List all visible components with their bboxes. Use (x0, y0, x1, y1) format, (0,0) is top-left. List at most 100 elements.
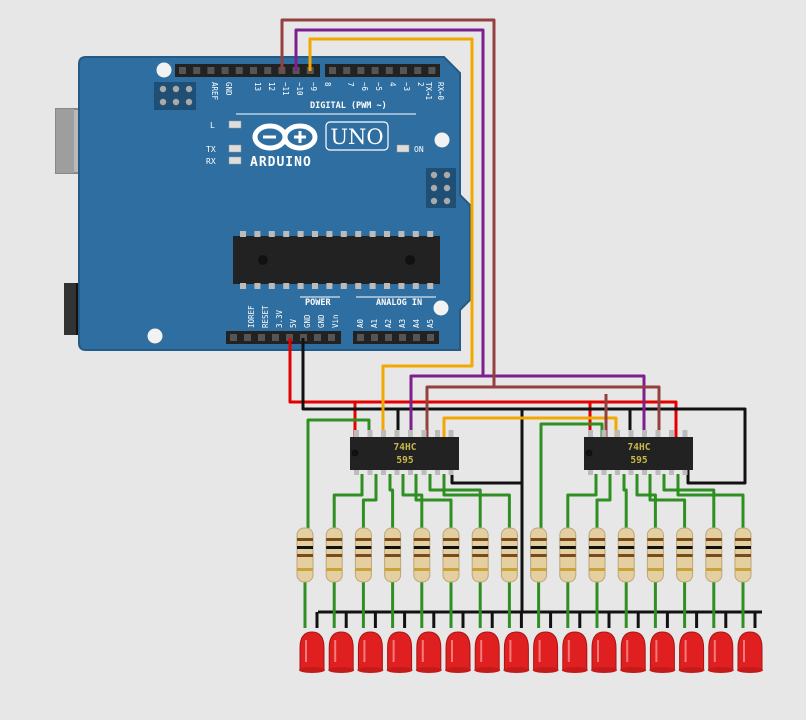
header-pin[interactable] (264, 67, 272, 74)
digital-pin-label: ~3 (402, 82, 411, 91)
red-led[interactable] (737, 631, 763, 673)
digital-pin-label: 13 (253, 82, 262, 91)
red-led[interactable] (299, 631, 325, 673)
header-pin[interactable] (357, 67, 365, 74)
header-pin[interactable] (250, 67, 257, 74)
header-pin[interactable] (193, 67, 201, 74)
resistor[interactable] (471, 527, 489, 583)
header-pin[interactable] (272, 334, 279, 341)
model-label: UNO (330, 125, 383, 149)
resistor-row (296, 527, 752, 583)
analog-pin-label: A3 (398, 319, 407, 328)
wire-green[interactable] (332, 474, 364, 528)
wire-brown[interactable] (280, 18, 661, 437)
wire-gnd-branch[interactable] (450, 470, 522, 485)
wire-5v[interactable] (288, 338, 678, 437)
header-pin[interactable] (371, 67, 379, 74)
wire-green[interactable] (401, 474, 424, 528)
header-pin[interactable] (221, 67, 229, 74)
red-led[interactable] (445, 631, 471, 673)
resistor[interactable] (734, 527, 752, 583)
resistor[interactable] (530, 527, 548, 583)
digital-pin-label: AREF (210, 82, 219, 101)
header-pin[interactable] (179, 67, 186, 74)
header-pin[interactable] (235, 67, 243, 74)
header-pin[interactable] (371, 334, 378, 341)
resistor[interactable] (354, 527, 372, 583)
resistor[interactable] (705, 527, 723, 583)
header-pin[interactable] (399, 334, 406, 341)
header-pin[interactable] (314, 334, 321, 341)
red-led[interactable] (707, 631, 734, 673)
wire-green[interactable] (622, 474, 628, 528)
wire-green[interactable] (306, 418, 371, 528)
red-led[interactable] (357, 631, 384, 673)
header-pin[interactable] (258, 334, 265, 341)
header-pin[interactable] (427, 334, 434, 341)
wire-green[interactable] (648, 474, 687, 528)
resistor[interactable] (325, 527, 343, 583)
header-pin[interactable] (286, 334, 293, 341)
wire-gnd[interactable] (301, 338, 747, 485)
wire-brown-branch[interactable] (425, 385, 494, 437)
wire-green[interactable] (566, 474, 598, 528)
wire-green[interactable] (635, 474, 657, 528)
resistor[interactable] (413, 527, 431, 583)
led-on-label: ON (414, 145, 424, 154)
header-pin[interactable] (329, 67, 336, 74)
red-led[interactable] (415, 631, 442, 673)
header-pin[interactable] (400, 67, 407, 74)
resistor[interactable] (500, 527, 518, 583)
header-pin[interactable] (300, 334, 307, 341)
resistor[interactable] (296, 527, 314, 583)
header-pin[interactable] (357, 334, 364, 341)
wire-orange-2[interactable] (442, 416, 618, 437)
mount-hole (433, 300, 449, 316)
wire-green[interactable] (388, 474, 395, 528)
header-pin[interactable] (244, 334, 251, 341)
wire-green[interactable] (361, 474, 378, 528)
red-led[interactable] (503, 631, 530, 673)
wire-green[interactable] (676, 474, 745, 528)
resistor[interactable] (617, 527, 635, 583)
header-pin[interactable] (414, 67, 422, 74)
power-pin-label: 5V (289, 318, 298, 328)
header-pin[interactable] (328, 334, 335, 341)
header-pin[interactable] (343, 67, 351, 74)
red-led[interactable] (649, 631, 676, 673)
header-pin[interactable] (428, 67, 436, 74)
power-analog-header[interactable] (226, 331, 439, 344)
resistor[interactable] (384, 527, 402, 583)
wire-green[interactable] (662, 474, 716, 528)
wire-orange[interactable] (308, 37, 474, 437)
red-led[interactable] (591, 631, 617, 673)
wire-green[interactable] (595, 474, 612, 528)
header-pin[interactable] (207, 67, 215, 74)
red-led[interactable] (474, 631, 501, 673)
resistor[interactable] (588, 527, 606, 583)
digital-pin-label: 7 (346, 82, 355, 87)
resistor[interactable] (559, 527, 577, 583)
red-led[interactable] (561, 631, 588, 673)
red-led[interactable] (386, 631, 413, 673)
digital-header[interactable] (175, 64, 440, 77)
header-pin[interactable] (385, 334, 392, 341)
header-pin[interactable] (385, 67, 393, 74)
red-led[interactable] (678, 631, 705, 673)
wire-purple-branch[interactable] (409, 374, 483, 437)
resistor[interactable] (442, 527, 460, 583)
resistor[interactable] (646, 527, 664, 583)
red-led[interactable] (328, 631, 355, 673)
header-pin[interactable] (413, 334, 420, 341)
wire-green[interactable] (414, 474, 453, 528)
wire-green[interactable] (428, 474, 482, 528)
red-led[interactable] (532, 631, 559, 673)
wire-green[interactable] (442, 474, 511, 528)
resistor[interactable] (676, 527, 694, 583)
red-led[interactable] (620, 631, 647, 673)
header-pin[interactable] (230, 334, 237, 341)
